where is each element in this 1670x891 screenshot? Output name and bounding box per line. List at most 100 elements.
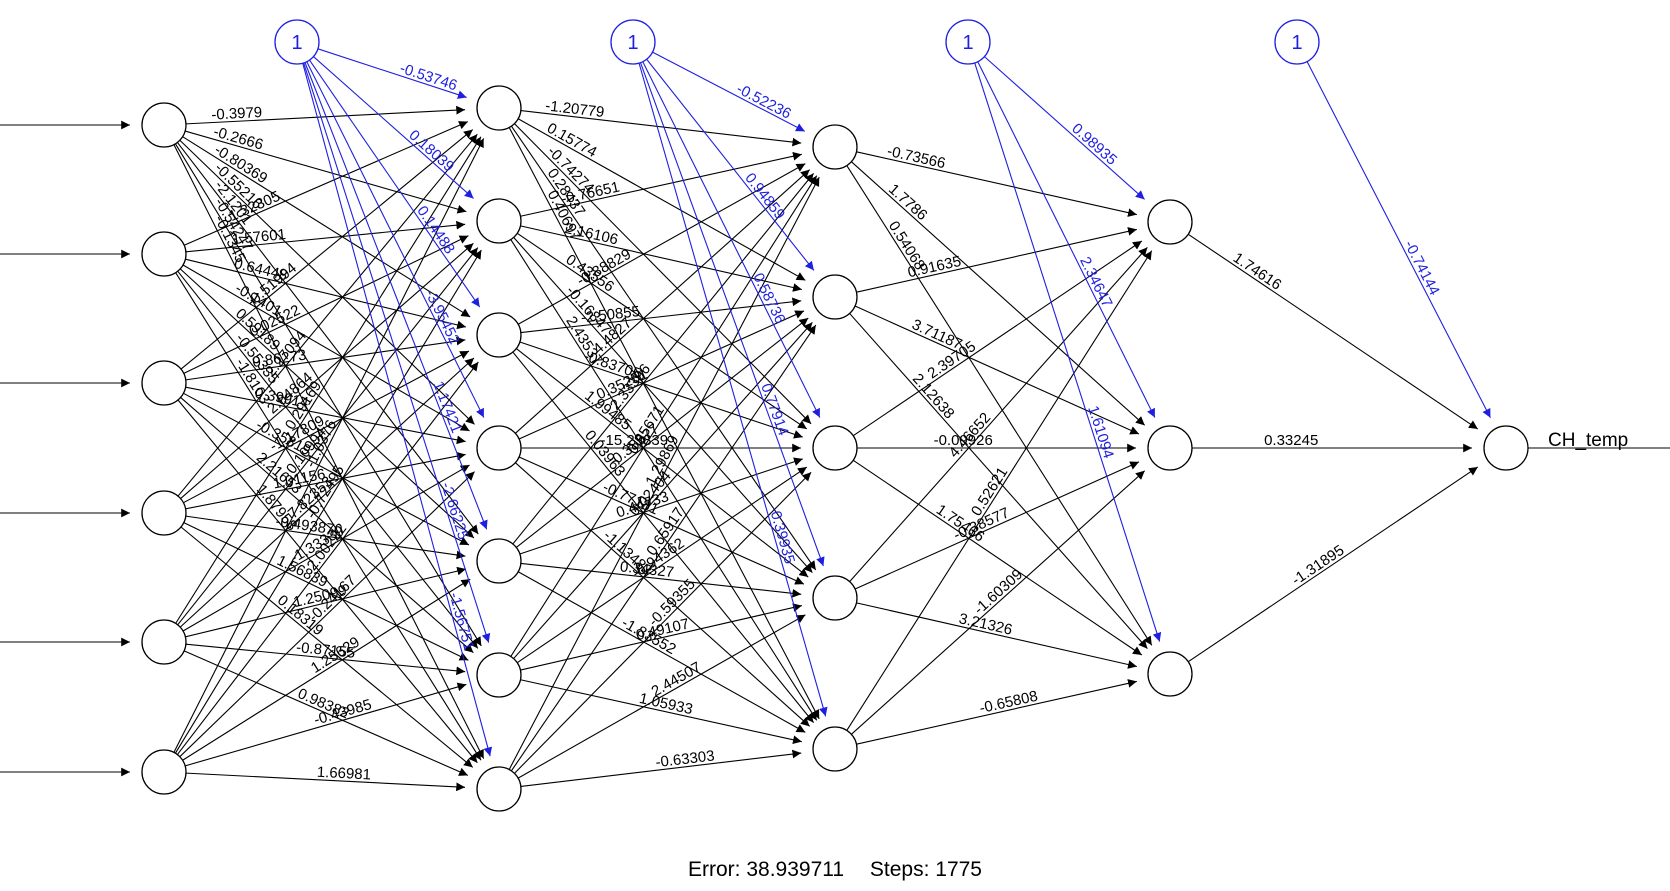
bias-weight-label: -0.39935 [765,504,798,566]
weight-edge [519,457,803,555]
weight-edge [846,250,1153,731]
weight-labels: -0.3979-0.2666-0.80369-0.55216-2.1201-0.… [211,60,1443,784]
hidden-node [476,425,522,471]
hidden-node [1147,425,1193,471]
weight-edge [846,165,1153,646]
weight-label: -0.3979 [211,104,263,124]
error-text: Error: 38.939711 [688,858,845,881]
weight-edge [852,240,1143,437]
weight-edge [520,109,802,147]
bias-weight-label: -1.56751 [446,591,478,653]
weight-edge [1187,466,1479,663]
bias-edge [1306,61,1491,419]
weight-label: 2.44507 [649,659,705,701]
weight-edge [179,357,475,628]
weight-edge [520,225,802,292]
weight-edge [183,121,469,246]
weight-edge [516,466,808,664]
bias-weight-label: -0.52236 [734,80,794,122]
weight-edge [177,270,479,649]
weight-edge [854,461,1140,590]
bias-edge [306,61,485,418]
weight-label: -2.50855 [580,303,641,327]
bias-weight-label: -0.74144 [1401,238,1443,298]
weight-label: -15.23839 [601,432,669,449]
steps-text: Steps: 1775 [869,858,982,881]
bias-node-label: 1 [1291,32,1302,54]
weight-edge [513,322,813,659]
weight-edge [185,386,466,445]
weight-label: -0.63303 [655,747,716,771]
input-node [141,619,187,665]
input-node [141,231,187,277]
weight-edge [180,129,474,370]
bias-node-label: 1 [627,32,638,54]
weight-label: 1.66981 [316,764,371,784]
bias-weight-label: 0.18039 [405,127,457,176]
bias-node [945,19,991,65]
bias-node-label: 1 [962,32,973,54]
weight-edge [179,471,475,758]
weight-edge [512,173,815,545]
weight-label: -1.31895 [1289,542,1348,589]
weight-edge [512,351,815,723]
weight-edge [183,350,470,504]
weight-edge [517,118,806,281]
weight-edge [515,169,811,434]
weight-edge [520,151,802,217]
bias-edge [977,61,1156,418]
weight-edge [520,679,802,745]
input-node [141,749,187,795]
weight-edge [180,242,474,499]
output-node [1483,425,1529,471]
weight-edge [514,123,812,425]
bias-node [610,19,656,65]
weight-edge [179,139,475,425]
bias-edge [638,63,828,717]
weight-label: -1.20779 [544,97,605,121]
weight-edge [856,227,1137,293]
weight-edge [514,471,812,774]
weight-edge [176,361,479,755]
weight-edge [182,264,470,432]
weight-edge [179,268,475,539]
weight-edge [517,571,806,733]
weight-label: 0.34327 [619,558,675,581]
bias-edge [302,63,493,757]
weight-edge [508,127,820,720]
bias-edge [304,62,488,530]
weight-edge [180,526,474,768]
weight-edge [854,305,1140,435]
weight-label: 1.74616 [1230,249,1284,293]
weight-edge [183,235,469,374]
hidden-node [812,124,858,170]
weight-edge [520,297,802,334]
bias-weight-label: 0.94859 [741,170,788,223]
weight-edge [513,237,813,573]
weight-edges [0,48,1670,792]
weight-edge [517,163,806,325]
weight-edge [519,341,803,439]
bias-edge [646,58,815,271]
output-label: CH_temp [1548,430,1628,451]
weight-edge [852,459,1143,656]
training-summary: Error: 38.939711 Steps: 1775 [0,858,1670,882]
weight-label: 1.7786 [885,181,930,224]
weight-edge [856,151,1137,217]
weight-edge [185,220,466,253]
input-node [141,102,187,148]
weight-edge [1187,233,1479,430]
weight-edge [517,614,806,779]
weight-edge [183,392,470,546]
bias-weight-label: 0.14488 [413,203,458,257]
bias-weight-label: 0.98935 [1068,120,1120,169]
weight-edge [173,138,485,753]
hidden-node [476,766,522,812]
weight-label: -0.73566 [886,143,948,173]
hidden-node [476,85,522,131]
weight-edge [510,324,817,772]
bias-weight-label: 0.77914 [757,381,791,438]
weight-edge [177,133,478,497]
weight-edge [182,578,471,761]
